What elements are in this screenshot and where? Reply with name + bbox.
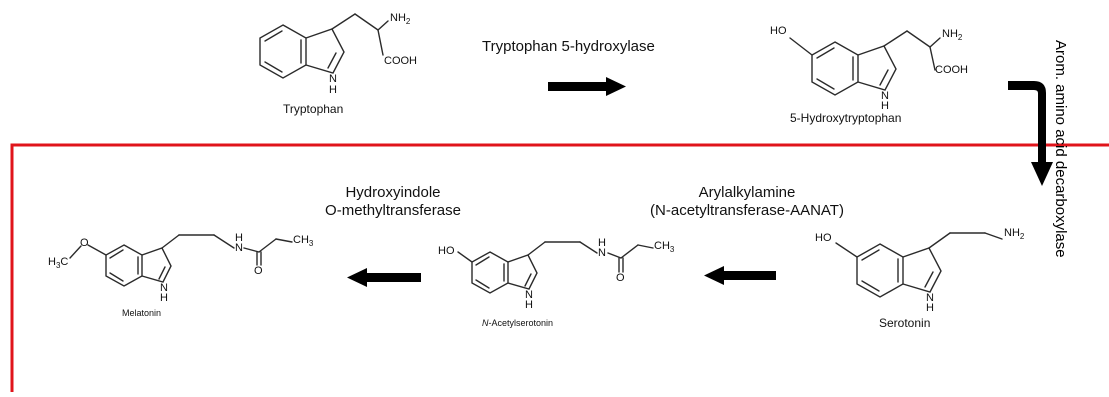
melatonin-structure [69,234,293,287]
reaction-arrow-1 [548,77,626,96]
reaction-arrow-4 [347,268,421,287]
melatonin-methoxy-carbon-label: H3C [48,256,69,271]
serotonin-hydroxyl-label: HO [815,232,832,244]
enzyme-step3-label: Arylalkylamine (N-acetyltransferase-AANA… [612,184,882,220]
enzyme-step2-label: Arom. amino acid decarboxylase [1052,40,1069,258]
acetylserotonin-hydroxyl-label: HO [438,245,455,257]
enzyme-step3-line1: Arylalkylamine [698,184,796,201]
melatonin-name: Melatonin [122,308,162,318]
hydroxytryptophan-ring-n-label: N [881,90,889,102]
reaction-arrow-3 [704,266,776,285]
acetylserotonin-structure [457,241,654,294]
enzyme-step1-label: Tryptophan 5-hydroxylase [482,38,655,55]
serotonin-amine-label: NH2 [1004,227,1025,242]
reaction-arrow-2 [1008,81,1053,186]
enzyme-step4-line1: Hydroxyindole [345,184,441,201]
enzyme-step4-label: Hydroxyindole O-methyltransferase [303,184,483,220]
acetylserotonin-amide-h-label: H [598,237,606,249]
acetylserotonin-methyl-label: CH3 [654,240,675,255]
tryptophan-ring-h-label: H [329,84,337,96]
melatonin-ring-n-label: N [160,282,168,294]
tryptophan-amine-label: NH2 [390,12,411,27]
highlight-box [10,143,1109,392]
enzyme-step3-line2: (N-acetyltransferase-AANAT) [650,202,844,219]
melatonin-amide-h-label: H [235,232,243,244]
serotonin-name: Serotonin [879,316,931,330]
melatonin-methoxy-o-label: O [80,237,89,249]
tryptophan-structure [259,13,389,79]
melatonin-methyl-label: CH3 [293,234,314,249]
melatonin-carbonyl-o-label: O [254,265,263,277]
tryptophan-ring-n-label: N [329,73,337,85]
acetylserotonin-carbonyl-o-label: O [616,272,625,284]
hydroxytryptophan-structure [789,30,941,96]
tryptophan-name: Tryptophan [283,102,344,116]
hydroxytryptophan-ring-h-label: H [881,100,889,112]
hydroxytryptophan-hydroxyl-label: HO [770,25,787,37]
serotonin-ring-h-label: H [926,302,934,314]
hydroxytryptophan-acid-label: COOH [935,64,968,76]
acetylserotonin-ring-h-label: H [525,299,533,311]
acetylserotonin-ring-n-label: N [525,289,533,301]
acetylserotonin-amide-n-label: N [598,247,606,259]
serotonin-ring-n-label: N [926,292,934,304]
hydroxytryptophan-amine-label: NH2 [942,28,963,43]
hydroxytryptophan-name: 5-Hydroxytryptophan [790,111,902,125]
serotonin-structure [835,232,1003,298]
tryptophan-acid-label: COOH [384,55,417,67]
acetylserotonin-name: N-Acetylserotonin [482,318,554,328]
melatonin-ring-h-label: H [160,292,168,304]
enzyme-step4-line2: O-methyltransferase [325,202,461,219]
melatonin-amide-n-label: N [235,242,243,254]
